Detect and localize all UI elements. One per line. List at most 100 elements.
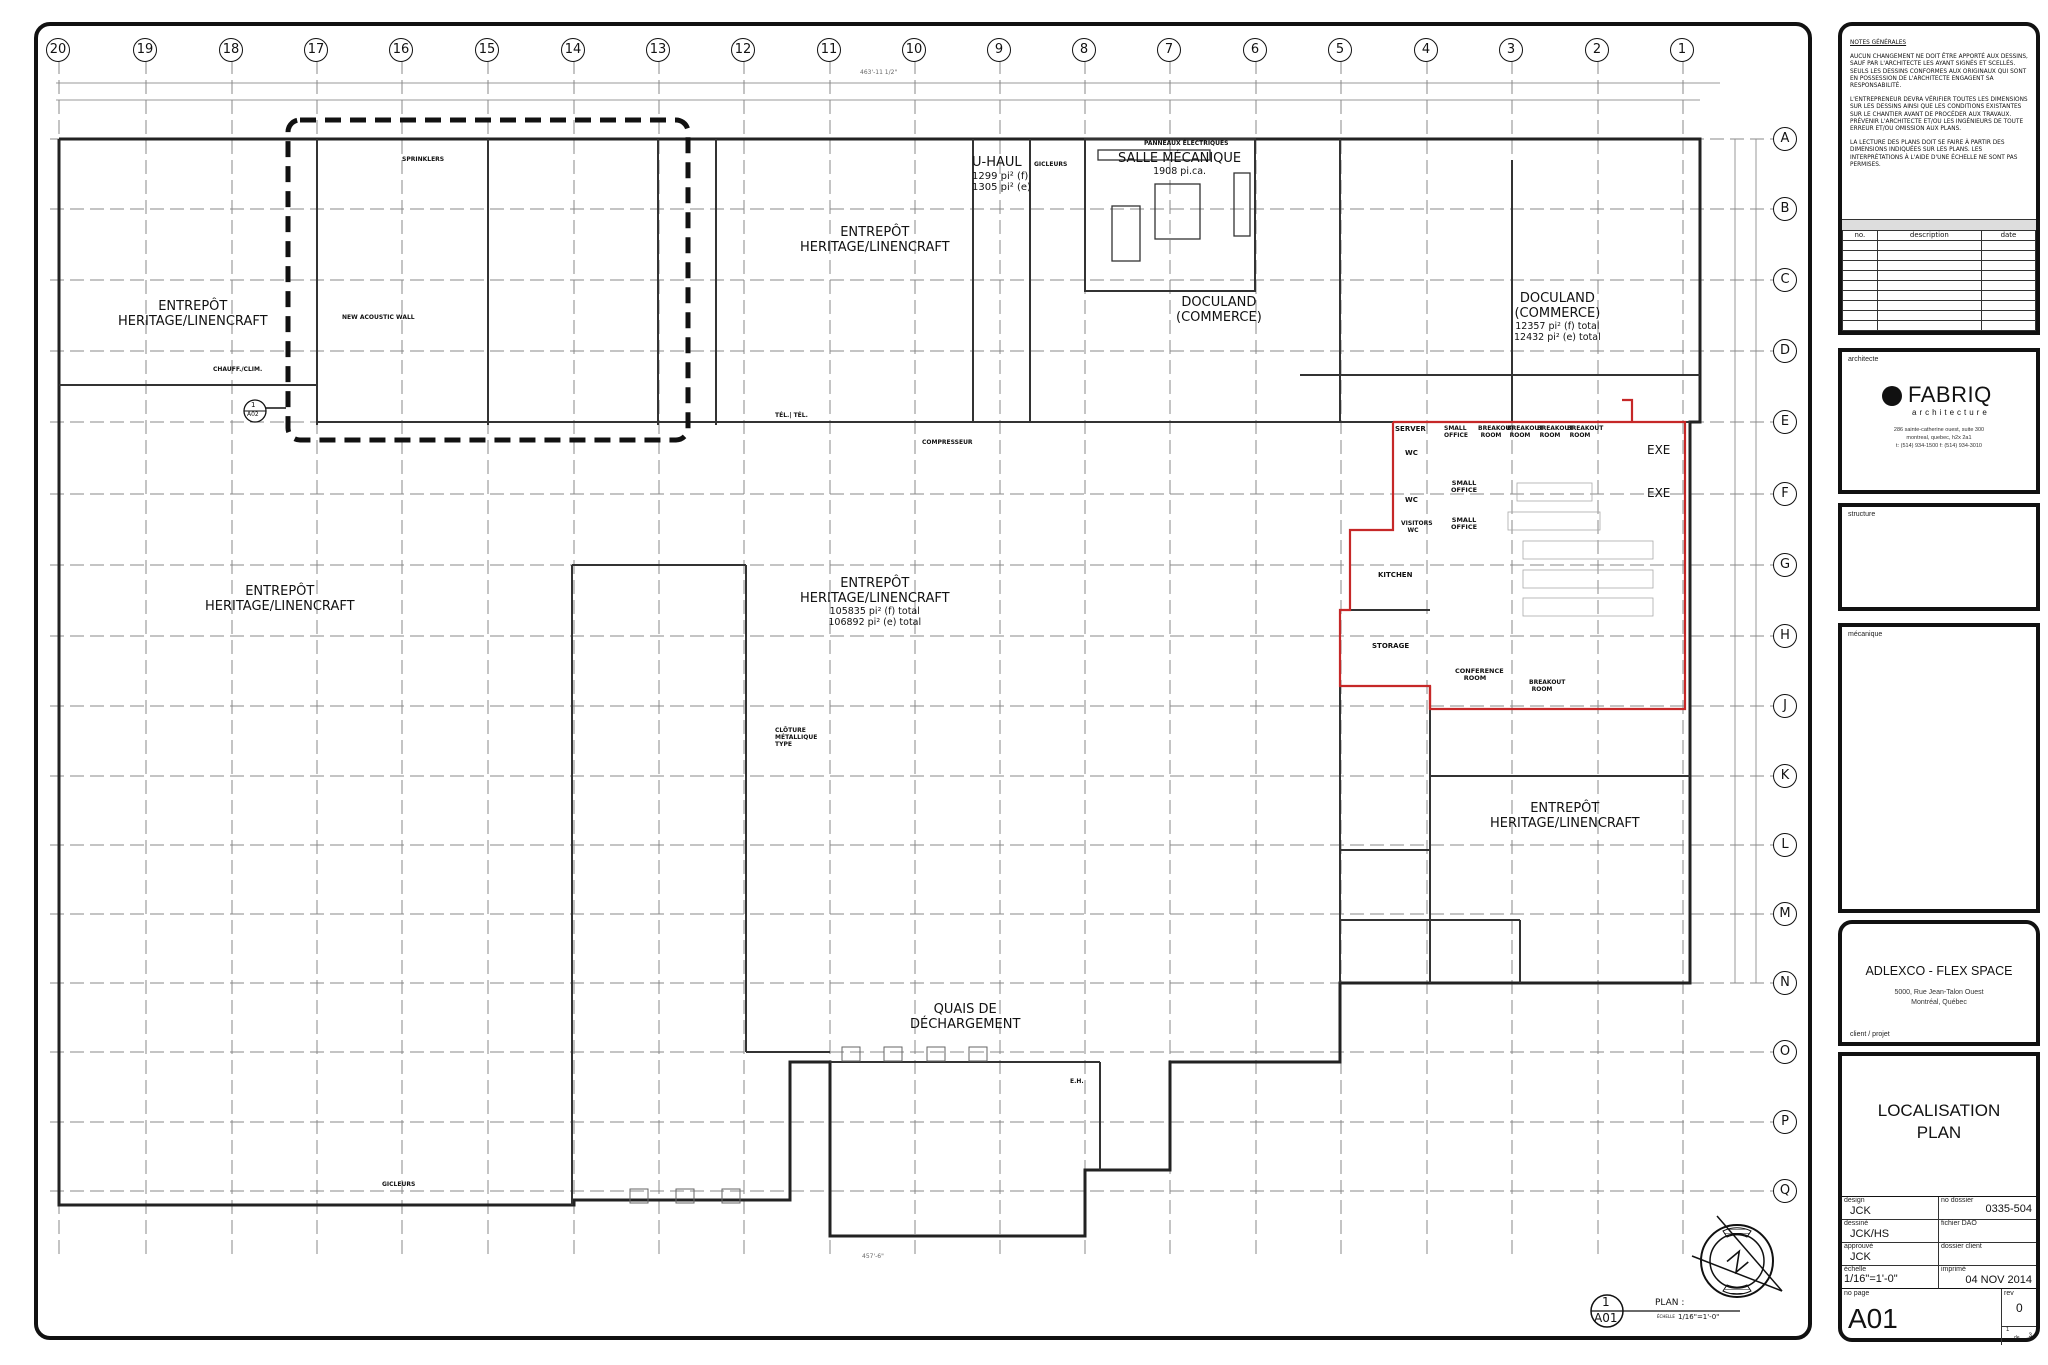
structure-panel: structure: [1838, 503, 2040, 611]
note-1: AUCUN CHANGEMENT NE DOIT ÊTRE APPORTÉ AU…: [1850, 54, 2028, 90]
room-name: ENTREPÔT: [1530, 801, 1600, 816]
grid-col-bubble: 13: [646, 38, 670, 62]
room-name: ENTREPÔT: [840, 225, 910, 240]
view-number: 1: [1602, 1295, 1610, 1309]
grid-col-bubble: 7: [1157, 38, 1181, 62]
grid-col-bubble: 4: [1414, 38, 1438, 62]
annotation-compresseur: COMPRESSEUR: [922, 439, 973, 446]
interior-walls: [59, 138, 1700, 1205]
room-label-entrepot-w: ENTREPÔT HERITAGE/LINENCRAFT: [205, 584, 355, 615]
sheet-of-number: 1: [2006, 1327, 2010, 1333]
room-name: ENTREPÔT: [158, 299, 228, 314]
room-name: U-HAUL: [972, 155, 1022, 170]
rev-label: rev: [2004, 1290, 2014, 1297]
grid-row-bubble: P: [1773, 1110, 1797, 1134]
room-area-e: 1305 pi² (e): [972, 182, 1031, 194]
page-number: A01: [1848, 1303, 1898, 1334]
view-title: PLAN :: [1655, 1298, 1685, 1308]
annotation-chauff-clim: CHAUFF./CLIM.: [213, 366, 263, 373]
client-label: client / projet: [1850, 1031, 1890, 1038]
drawing-frame: [34, 22, 1812, 1340]
imprime-value: 04 NOV 2014: [1965, 1274, 2032, 1286]
grid-col-bubble: 12: [731, 38, 755, 62]
annotation-tel: TÉL.| TÉL.: [775, 412, 808, 419]
flex-breakout-4: BREAKOUT ROOM: [1567, 425, 1604, 439]
grid-col-bubble: 9: [987, 38, 1011, 62]
flex-breakout-1: BREAKOUT ROOM: [1478, 425, 1515, 439]
view-sheet: A01: [1594, 1311, 1618, 1325]
firm-city: montreal, quebec, h2x 2a1: [1906, 435, 1972, 441]
client-project-panel: ADLEXCO - FLEX SPACE 5000, Rue Jean-Talo…: [1838, 920, 2040, 1046]
room-label-doculand-1: DOCULAND (COMMERCE): [1176, 295, 1262, 326]
fabriq-logo-icon: [1882, 386, 1902, 406]
mechanical-equipment: [1097, 149, 1251, 262]
bottom-dimension: 457'-6": [862, 1253, 884, 1260]
room-label-quais: QUAIS DE DÉCHARGEMENT: [910, 1002, 1020, 1033]
grid-col-bubble: 2: [1585, 38, 1609, 62]
fichier-label: fichier DAO: [1941, 1220, 1977, 1227]
grid-row-bubble: C: [1773, 268, 1797, 292]
design-label: design: [1844, 1197, 1865, 1204]
rev-value: 0: [2016, 1301, 2023, 1315]
project-address: 5000, Rue Jean-Talon Ouest: [1894, 989, 1984, 996]
imprime-label: imprimé: [1941, 1266, 1966, 1273]
acoustic-wall-zone-outline: [285, 117, 691, 443]
firm-name: FABRIQ: [1908, 382, 1992, 407]
dossier-value: 0335-504: [1985, 1203, 2033, 1215]
annotation-eh: E.H.: [1070, 1078, 1084, 1085]
room-name: ENTREPÔT: [840, 576, 910, 591]
room-tenant: HERITAGE/LINENCRAFT: [800, 239, 950, 255]
note-3: LA LECTURE DES PLANS DOIT SE FAIRE À PAR…: [1850, 140, 2018, 168]
flex-space-outline: [1338, 398, 1687, 711]
workstations: [1507, 482, 1654, 617]
section-ref-sheet: A02: [247, 411, 259, 418]
room-label-salle-mecanique: SALLE MÉCANIQUE 1908 pi.ca.: [1118, 151, 1242, 178]
flex-storage: STORAGE: [1372, 642, 1410, 650]
flex-exe-1: EXE: [1647, 443, 1671, 457]
client-dossier-label: dossier client: [1941, 1243, 1982, 1250]
room-tenant: HERITAGE/LINENCRAFT: [205, 598, 355, 614]
room-area-e: 106892 pi² (e) total: [828, 616, 922, 628]
rev-col-date: date: [1980, 230, 2037, 241]
grid-col-bubble: 16: [389, 38, 413, 62]
north-arrow-icon: [1691, 1215, 1783, 1298]
view-title-graphic: [1590, 1294, 1740, 1328]
grid-col-bubble: 18: [219, 38, 243, 62]
grid-col-bubble: 5: [1328, 38, 1352, 62]
dessine-label: dessiné: [1844, 1220, 1869, 1227]
flex-server: SERVER: [1395, 425, 1426, 433]
notes-title: NOTES GÉNÉRALES: [1850, 40, 1907, 46]
room-tenant: HERITAGE/LINENCRAFT: [800, 590, 950, 606]
flex-small-office-1: SMALL OFFICE: [1451, 479, 1478, 495]
grid-row-bubble: N: [1773, 971, 1797, 995]
annotation-gicleurs-uhaul: GICLEURS: [1034, 161, 1068, 168]
annotation-new-acoustic-wall: NEW ACOUSTIC WALL: [342, 314, 415, 321]
annotation-gicleurs: GICLEURS: [382, 1181, 416, 1188]
page-label: no page: [1844, 1290, 1870, 1297]
sheet-total: 3: [2028, 1333, 2032, 1339]
grid-col-bubble: 14: [561, 38, 585, 62]
room-area-e: 12432 pi² (e) total: [1514, 331, 1601, 343]
echelle-label: échelle: [1844, 1266, 1867, 1273]
room-area-f: 105835 pi² (f) total: [829, 605, 920, 617]
grid-col-bubble: 17: [304, 38, 328, 62]
room-label-doculand-2: DOCULAND (COMMERCE) 12357 pi² (f) total …: [1514, 291, 1601, 344]
project-name: ADLEXCO - FLEX SPACE: [1865, 964, 2013, 978]
architect-panel: architecte FABRIQ architecture 286 saint…: [1838, 348, 2040, 494]
grid-row-bubble: H: [1773, 624, 1797, 648]
room-label-uhaul: U-HAUL 1299 pi² (f) 1305 pi² (e): [972, 155, 1031, 194]
flex-visitors-wc: VISITORS WC: [1401, 520, 1433, 534]
annotation-sprinklers: SPRINKLERS: [402, 156, 445, 163]
room-name: SALLE MÉCANIQUE: [1118, 151, 1242, 166]
grid-col-bubble: 1: [1670, 38, 1694, 62]
flex-conference-room: CONFERENCE ROOM: [1455, 667, 1504, 683]
flex-wc-1: WC: [1405, 449, 1418, 457]
grid-col-bubble: 20: [46, 38, 70, 62]
note-2: L'ENTREPRENEUR DEVRA VÉRIFIER TOUTES LES…: [1850, 97, 2028, 133]
firm-phone: t: (514) 934-1500 f: (514) 934-3010: [1896, 443, 1982, 449]
view-scale-label: ÉCHELLE: [1657, 1314, 1675, 1319]
dimension-lines: [56, 82, 1757, 983]
flex-small-office-top: SMALL OFFICE: [1444, 425, 1469, 439]
